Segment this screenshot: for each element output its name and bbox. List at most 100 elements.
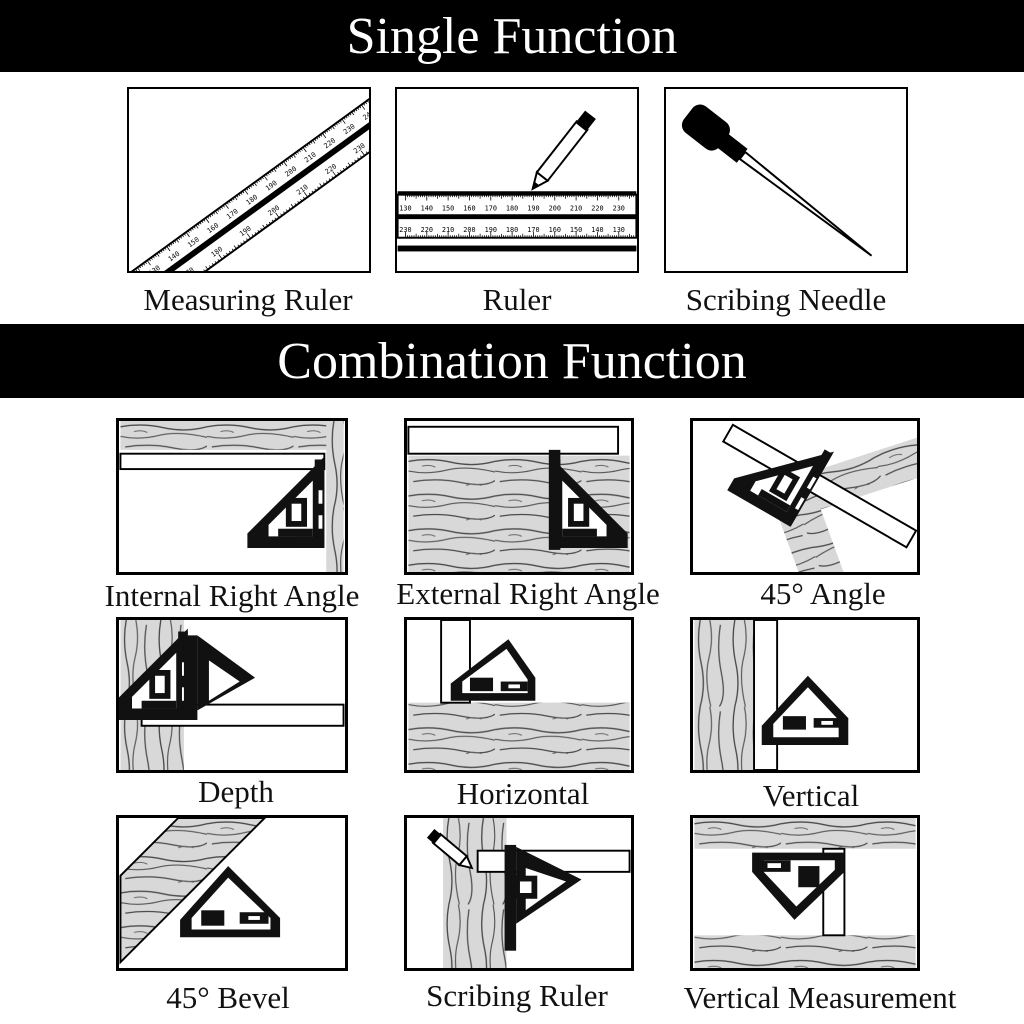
ruler-tick <box>170 243 173 246</box>
ruler-tick <box>214 210 218 215</box>
ruler-tick <box>275 166 278 170</box>
ruler-tick <box>201 220 204 224</box>
ruler-tick <box>226 252 229 256</box>
ruler-tick <box>328 178 331 181</box>
ruler-tick <box>224 203 229 209</box>
scribing-needle-panel <box>664 87 908 273</box>
ruler-tick-label: 220 <box>421 226 433 234</box>
ruler-tick <box>246 238 249 241</box>
ruler-tick <box>154 254 157 257</box>
internal-right-angle-icon <box>119 421 344 572</box>
ruler-tick <box>340 169 343 173</box>
ruler-tick <box>262 224 266 229</box>
ruler-tick <box>183 233 186 236</box>
ruler-tick <box>260 227 263 231</box>
vertical-measurement-panel <box>690 815 920 971</box>
ruler-tick <box>319 183 323 187</box>
ruler-tick <box>337 172 340 175</box>
ruler-tick <box>181 234 184 238</box>
ruler-tick <box>361 104 366 110</box>
ruler-tick <box>318 135 321 139</box>
ruler-tick <box>213 212 216 215</box>
ruler-tick <box>144 261 147 265</box>
ruler-tick <box>279 163 282 167</box>
depth-label: Depth <box>198 774 274 809</box>
ruler-tick <box>333 124 336 127</box>
45-angle-panel <box>690 418 920 575</box>
ruler-tick-label: 170 <box>527 226 539 234</box>
45-bevel-label: 45° Bevel <box>166 980 290 1015</box>
scribing-needle-label: Scribing Needle <box>685 282 887 317</box>
ruler-tick <box>203 219 206 222</box>
ruler-tick <box>179 236 182 239</box>
ruler-tick <box>217 259 220 262</box>
ruler-tick <box>277 165 280 168</box>
ruler-tick <box>364 101 367 105</box>
ruler-tick <box>263 175 268 181</box>
single-function-title: Single Function <box>346 7 678 65</box>
ruler-tick <box>310 141 313 144</box>
ruler-tick <box>246 233 251 239</box>
ruler-tick <box>261 176 264 180</box>
ruler-tick <box>187 230 190 233</box>
ruler-tick <box>303 196 306 200</box>
scriber-icon <box>681 104 873 257</box>
ruler-tick <box>218 254 223 260</box>
ruler-tick <box>335 122 338 126</box>
depth-panel <box>116 617 348 773</box>
ruler-tick <box>288 207 291 210</box>
ruler-tick <box>208 265 212 268</box>
ruler-tick <box>220 206 223 209</box>
ruler-tick <box>205 217 210 223</box>
ruler-tick <box>322 132 327 139</box>
ruler-tick <box>366 100 369 103</box>
ruler-tick <box>345 115 348 119</box>
ruler-tick <box>236 195 239 198</box>
ruler-tick <box>211 213 214 216</box>
ruler-tick <box>223 254 226 258</box>
ruler-tick <box>362 103 366 106</box>
ruler-tick <box>271 219 274 223</box>
ruler-tick <box>296 151 299 154</box>
ruler-tick-label: 160 <box>549 226 561 234</box>
ruler-tick <box>226 202 229 205</box>
ruler-tick <box>265 223 269 227</box>
ruler-tick <box>275 212 280 218</box>
ruler-tick <box>207 216 210 219</box>
ruler-tick <box>325 130 329 133</box>
ruler-tick <box>230 199 233 202</box>
ruler-tick <box>137 267 141 271</box>
vertical-measurement-icon <box>694 818 916 968</box>
ruler-tick <box>248 186 251 190</box>
ruler-tick <box>304 145 307 149</box>
ruler-tick <box>281 162 284 166</box>
45-angle-label: 45° Angle <box>760 576 886 611</box>
ruler-tick <box>160 250 163 253</box>
ruler-tick <box>347 114 350 117</box>
ruler-tick <box>164 247 167 250</box>
ruler-tick <box>311 190 314 194</box>
ruler-tick <box>360 155 363 158</box>
ruler-tick <box>251 183 255 187</box>
ruler-tick <box>331 176 334 179</box>
ruler-tick <box>325 180 328 183</box>
ruler-scale-top: 1101201301401501601701801902002102202302… <box>133 98 369 271</box>
ruler-tick <box>339 120 342 123</box>
ruler-tick <box>312 139 316 144</box>
ruler-tick <box>257 179 260 182</box>
ruler-tick <box>142 263 145 266</box>
ruler-tick <box>349 113 352 116</box>
ruler-tick <box>177 237 181 241</box>
ruler-tick <box>297 201 300 204</box>
measuring-ruler-panel: 1101201301401501601701801902002102202302… <box>127 87 371 273</box>
ruler-tick <box>288 156 292 160</box>
ruler-tick <box>246 188 249 191</box>
ruler-tick <box>298 149 301 153</box>
ruler-tick <box>290 203 294 208</box>
ruler-tick-label: 160 <box>463 204 475 212</box>
ruler-tick <box>240 192 243 195</box>
ruler-tick <box>172 241 175 245</box>
